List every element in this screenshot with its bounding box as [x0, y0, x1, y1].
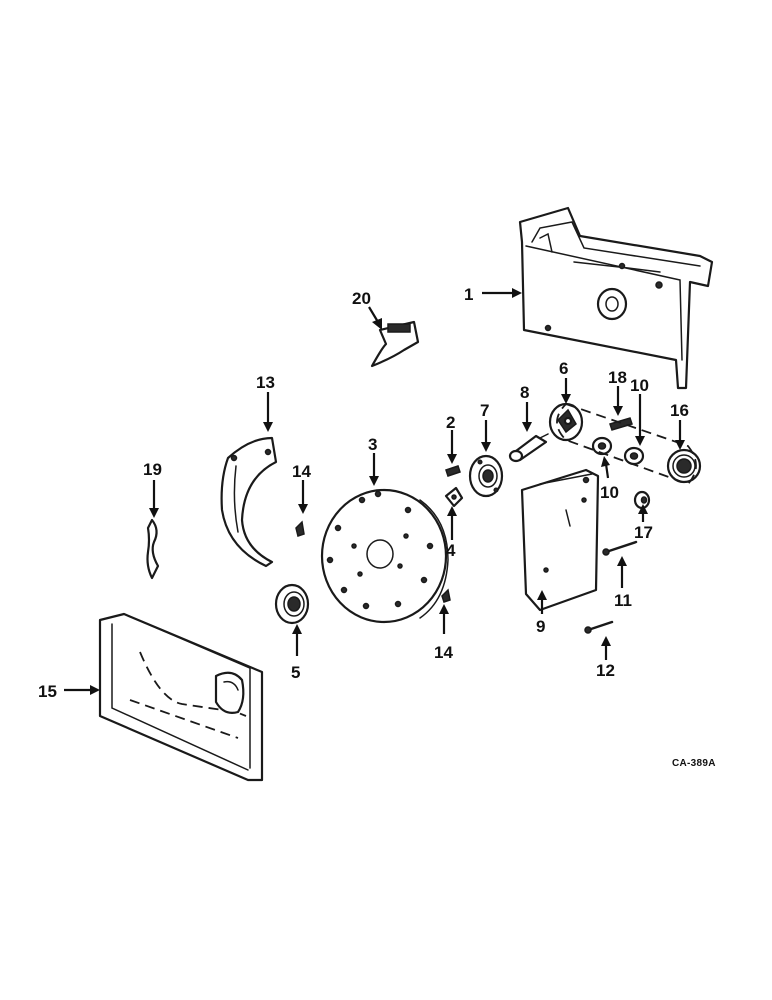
callout-labels: 1 20 13 19 14 3 5 2 4 7 8 6 18 10 16 10 …	[38, 285, 689, 701]
callout-3: 3	[368, 435, 377, 454]
part-15-hopper-box	[98, 612, 264, 782]
callout-13: 13	[256, 373, 275, 392]
callout-9: 9	[536, 617, 545, 636]
callout-12: 12	[596, 661, 615, 680]
part-20-chute	[370, 320, 420, 368]
callout-17: 17	[634, 523, 653, 542]
part-7-drive-plate	[468, 454, 504, 498]
part-10-bushing-a	[623, 446, 645, 466]
part-9-mount-plate	[520, 468, 600, 612]
callout-4: 4	[446, 541, 456, 560]
part-13-shield	[220, 436, 278, 568]
part-8-shaft	[508, 433, 549, 463]
drawing-reference-code: CA-389A	[672, 758, 716, 769]
callout-2: 2	[446, 413, 455, 432]
callout-18: 18	[608, 368, 627, 387]
callout-14-upper: 14	[292, 462, 311, 481]
part-11-bolt	[602, 540, 638, 556]
callout-11: 11	[614, 591, 632, 610]
part-12-bolt	[584, 620, 614, 634]
part-17-sleeve	[633, 490, 651, 510]
callout-8: 8	[520, 383, 529, 402]
part-18-link	[609, 417, 633, 431]
callout-14-lower: 14	[434, 643, 453, 662]
part-16-idler	[666, 448, 702, 484]
part-14-pin-lower	[441, 588, 451, 603]
part-10-bushing-b	[591, 436, 613, 456]
part-3-seed-plate	[320, 488, 449, 624]
part-19-clip	[146, 518, 160, 580]
callout-7: 7	[480, 401, 489, 420]
callout-10-upper: 10	[630, 376, 649, 395]
callout-19: 19	[143, 460, 162, 479]
callout-16: 16	[670, 401, 689, 420]
callout-15: 15	[38, 682, 57, 701]
callout-10-lower: 10	[600, 483, 619, 502]
callout-1: 1	[464, 285, 473, 304]
callout-6: 6	[559, 359, 568, 378]
part-1-housing	[518, 206, 714, 390]
part-5-hub	[274, 583, 310, 625]
drive-chain	[556, 402, 697, 486]
leader-arrows	[64, 288, 685, 695]
callout-20: 20	[352, 289, 371, 308]
part-14-pin-upper	[295, 520, 305, 537]
part-6-sprocket	[548, 402, 584, 442]
part-2-bolt	[445, 465, 461, 477]
part-4-cam	[444, 486, 464, 508]
callout-5: 5	[291, 663, 300, 682]
